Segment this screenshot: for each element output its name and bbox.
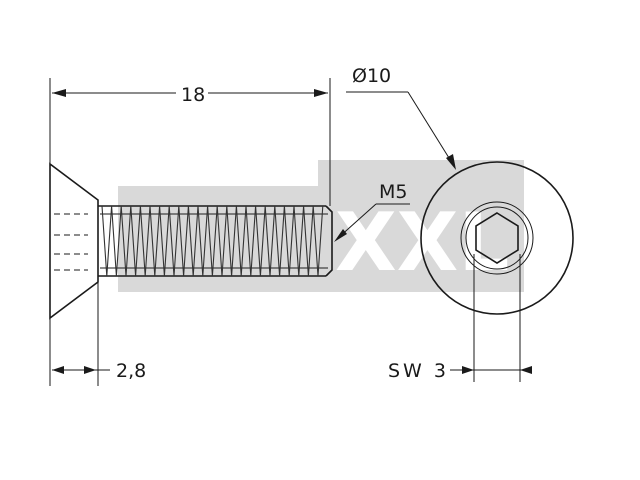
drive-size-dimension: SW 3 — [388, 254, 532, 382]
length-dimension: 18 — [52, 84, 328, 106]
thread-callout: M5 — [334, 181, 410, 242]
head-height-label: 2,8 — [116, 360, 146, 382]
screw-side-view — [49, 162, 333, 320]
drive-size-label: SW 3 — [388, 360, 449, 382]
watermark: XXL — [118, 160, 524, 292]
extension-lines — [49, 78, 331, 386]
hex-socket — [475, 212, 519, 264]
thread-label: M5 — [379, 181, 407, 203]
diameter-callout: Ø10 — [346, 65, 456, 170]
head-height-dimension: 2,8 — [52, 360, 146, 382]
diameter-label: Ø10 — [352, 65, 391, 87]
thread-helix — [101, 205, 324, 277]
length-label: 18 — [181, 84, 205, 106]
screw-end-view — [420, 161, 574, 315]
